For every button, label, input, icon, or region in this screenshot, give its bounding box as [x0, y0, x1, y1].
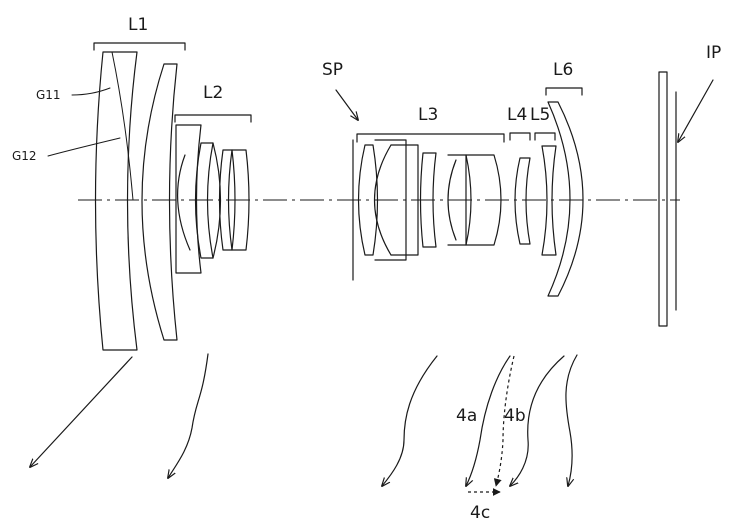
leader-G11	[71, 87, 111, 96]
lens-L6	[547, 101, 584, 297]
lens-group-L1	[93, 42, 186, 351]
locus-L3	[382, 355, 438, 486]
lens-G11	[94, 51, 138, 351]
lens-L2-d	[231, 149, 250, 251]
bracket-L6	[545, 87, 583, 96]
label-4c: 4c	[470, 503, 490, 523]
label-L4: L4	[507, 105, 527, 125]
label-L3: L3	[418, 105, 438, 125]
bracket-L4	[509, 132, 531, 141]
locus-L4-4b	[493, 355, 515, 487]
lens-L2-a	[175, 124, 202, 274]
label-L6: L6	[553, 60, 573, 80]
leader-G12	[47, 137, 121, 157]
label-G11: G11	[36, 88, 61, 102]
lens-group-L5	[534, 132, 557, 256]
lens-G12	[141, 63, 178, 341]
lens-L3-b	[374, 139, 407, 261]
locus-L5	[510, 355, 565, 486]
lens-L2-a-inner	[177, 154, 191, 251]
lens-L3-a	[357, 144, 379, 256]
lens-L3-c	[390, 144, 419, 256]
locus-L6	[565, 354, 578, 486]
label-SP: SP	[322, 60, 343, 80]
lens-L3-f	[465, 154, 502, 246]
locus-L2	[168, 353, 209, 478]
lens-L3-b-inner	[373, 144, 392, 256]
label-G12: G12	[12, 149, 37, 163]
label-4b: 4b	[504, 406, 526, 426]
lens-G11-cement-upper	[111, 51, 134, 201]
lens-L4	[514, 157, 531, 245]
locus-L4-4a	[466, 355, 511, 486]
lens-L3-d	[419, 152, 437, 248]
lens-L2-b-rear	[212, 142, 222, 259]
lens-L3-e-inner	[447, 159, 457, 241]
bracket-L2	[174, 114, 252, 123]
lens-group-L6	[545, 87, 584, 297]
lens-group-L2	[174, 114, 252, 274]
lens-L5	[541, 145, 557, 256]
lens-L3-e	[447, 154, 467, 246]
bracket-L3	[356, 133, 505, 143]
bracket-L1	[93, 42, 186, 51]
pointer-IP	[678, 79, 714, 142]
label-L1: L1	[128, 15, 148, 35]
lens-group-L4	[509, 132, 531, 245]
label-IP: IP	[706, 43, 721, 63]
locus-L1	[30, 356, 133, 467]
label-L2: L2	[203, 83, 223, 103]
label-L5: L5	[530, 105, 550, 125]
label-4a: 4a	[456, 406, 477, 426]
bracket-L5	[534, 132, 556, 141]
cover-glass	[658, 71, 668, 327]
lens-group-L3	[356, 133, 505, 261]
pointer-SP	[335, 89, 358, 120]
